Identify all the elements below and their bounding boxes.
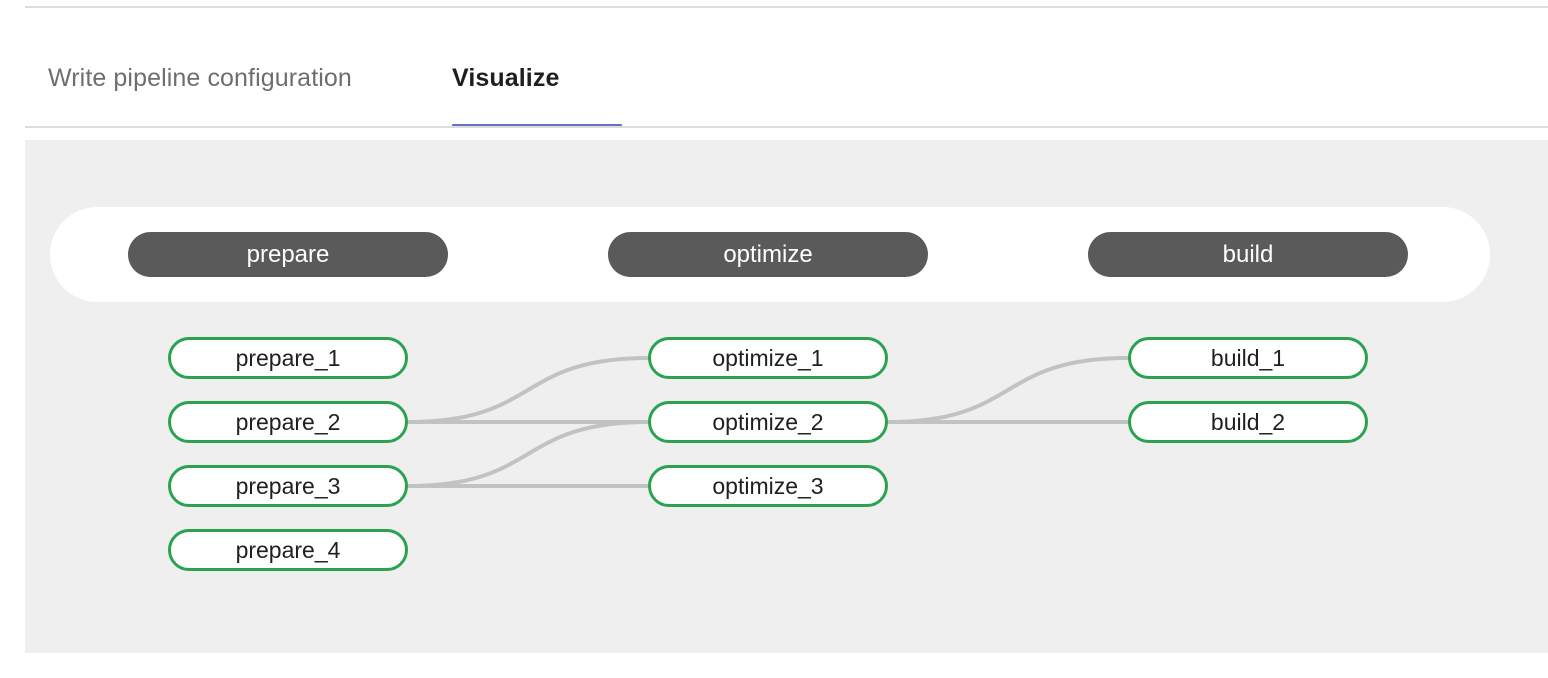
stage-pill-optimize[interactable]: optimize	[608, 232, 928, 277]
tab-bar: Write pipeline configuration Visualize	[25, 40, 1548, 128]
pipeline-node-label: optimize_1	[712, 344, 824, 371]
pipeline-node-label: build_1	[1210, 344, 1286, 371]
tab-label: Write pipeline configuration	[48, 64, 352, 92]
pipeline-node-optimize_3[interactable]: optimize_3	[648, 465, 888, 507]
pipeline-edge-optimize_2-to-build_1	[886, 356, 1130, 424]
pipeline-node-label: prepare_2	[235, 408, 341, 435]
pipeline-edge-prepare_2-to-optimize_1	[406, 356, 650, 424]
pipeline-node-optimize_1[interactable]: optimize_1	[648, 337, 888, 379]
pipeline-node-prepare_4[interactable]: prepare_4	[168, 529, 408, 571]
tab-label: Visualize	[452, 64, 560, 92]
stage-pill-label: optimize	[723, 240, 813, 268]
pipeline-node-label: optimize_3	[712, 472, 824, 499]
pipeline-node-label: prepare_3	[235, 472, 341, 499]
pipeline-node-prepare_2[interactable]: prepare_2	[168, 401, 408, 443]
tab-bar-divider	[25, 126, 1548, 128]
pipeline-node-build_2[interactable]: build_2	[1128, 401, 1368, 443]
pipeline-node-label: build_2	[1210, 408, 1286, 435]
top-divider	[25, 6, 1548, 8]
stage-header-bar: prepare optimize build	[50, 207, 1490, 302]
stage-pill-prepare[interactable]: prepare	[128, 232, 448, 277]
pipeline-node-label: prepare_1	[235, 344, 341, 371]
pipeline-node-build_1[interactable]: build_1	[1128, 337, 1368, 379]
pipeline-node-prepare_1[interactable]: prepare_1	[168, 337, 408, 379]
pipeline-node-optimize_2[interactable]: optimize_2	[648, 401, 888, 443]
pipeline-node-label: optimize_2	[712, 408, 824, 435]
tab-write-pipeline-configuration[interactable]: Write pipeline configuration	[48, 40, 352, 126]
pipeline-node-label: prepare_4	[235, 536, 341, 563]
pipeline-edges	[406, 356, 1130, 489]
stage-pill-label: prepare	[246, 240, 330, 268]
stage-pill-build[interactable]: build	[1088, 232, 1408, 277]
pipeline-node-prepare_3[interactable]: prepare_3	[168, 465, 408, 507]
pipeline-edge-prepare_3-to-optimize_2	[406, 420, 650, 488]
tab-visualize[interactable]: Visualize	[452, 40, 559, 126]
stage-pill-label: build	[1222, 240, 1274, 268]
